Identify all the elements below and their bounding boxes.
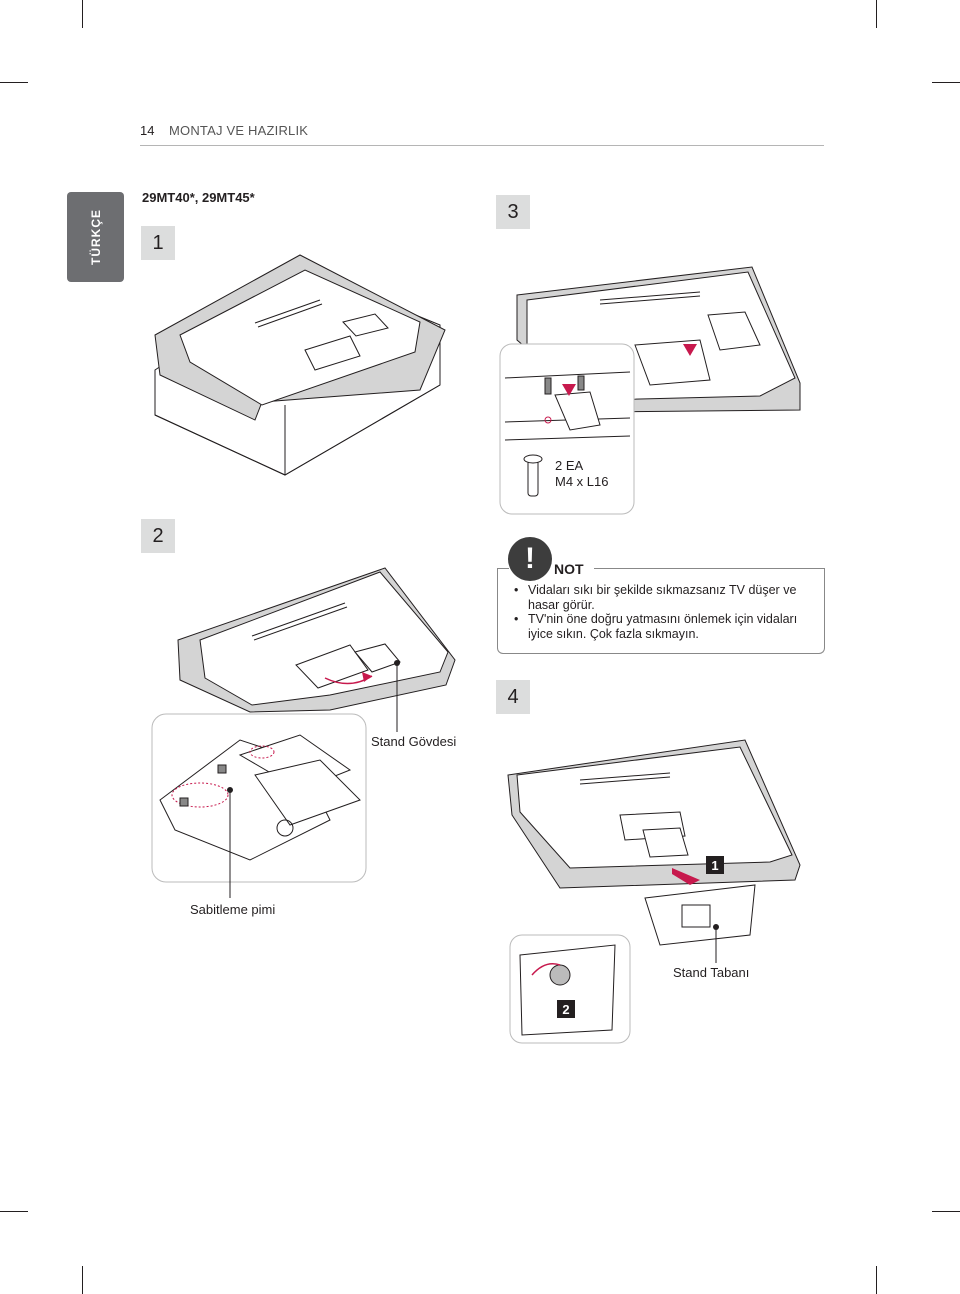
note-box <box>497 568 825 654</box>
model-label: 29MT40*, 29MT45* <box>142 190 255 205</box>
section-title: MONTAJ VE HAZIRLIK <box>169 123 309 138</box>
marker-1-box <box>706 856 724 874</box>
step2-detail-illustration <box>151 713 367 883</box>
note-item: Vidaları sıkı bir şekilde sıkmazsanız TV… <box>512 583 817 612</box>
note-title: NOT <box>554 561 584 577</box>
step-number-3: 3 <box>496 195 530 229</box>
stand-body-leader-dot <box>394 660 400 666</box>
step4-stand-base-illustration <box>507 739 801 1044</box>
crop-mark <box>876 0 877 28</box>
note-border-right <box>594 568 824 569</box>
stand-base-label: Stand Tabanı <box>673 965 750 980</box>
screw-size: M4 x L16 <box>555 474 609 489</box>
crop-mark <box>0 1211 28 1212</box>
stand-body-label: Stand Gövdesi <box>371 734 457 749</box>
note-item: TV'nin öne doğru yatmasını önlemek için … <box>512 612 817 641</box>
crop-mark <box>0 82 28 83</box>
fixing-pin-label: Sabitleme pimi <box>190 902 276 917</box>
header-divider <box>140 145 824 146</box>
screw-quantity: 2 EA <box>555 458 584 473</box>
crop-mark <box>876 1266 877 1294</box>
warning-icon: ! <box>508 537 552 581</box>
step-number-4: 4 <box>496 680 530 714</box>
step3-screw-illustration <box>499 266 801 515</box>
marker-1-label: 1 <box>711 858 718 873</box>
marker-2-box <box>557 1000 575 1018</box>
stand-base-leader-dot <box>713 924 719 930</box>
marker-2-label: 2 <box>562 1002 569 1017</box>
language-tab: TÜRKÇE <box>67 192 124 282</box>
note-list: Vidaları sıkı bir şekilde sıkmazsanız TV… <box>512 583 817 641</box>
crop-mark <box>932 82 960 83</box>
crop-mark <box>932 1211 960 1212</box>
note-border-left <box>497 568 509 569</box>
crop-mark <box>82 0 83 28</box>
step-number-1: 1 <box>141 226 175 260</box>
page-number: 14 <box>140 123 155 138</box>
crop-mark <box>82 1266 83 1294</box>
step2-stand-body-illustration <box>177 567 456 713</box>
step-number-2: 2 <box>141 519 175 553</box>
step1-tv-on-box-illustration <box>154 254 446 476</box>
